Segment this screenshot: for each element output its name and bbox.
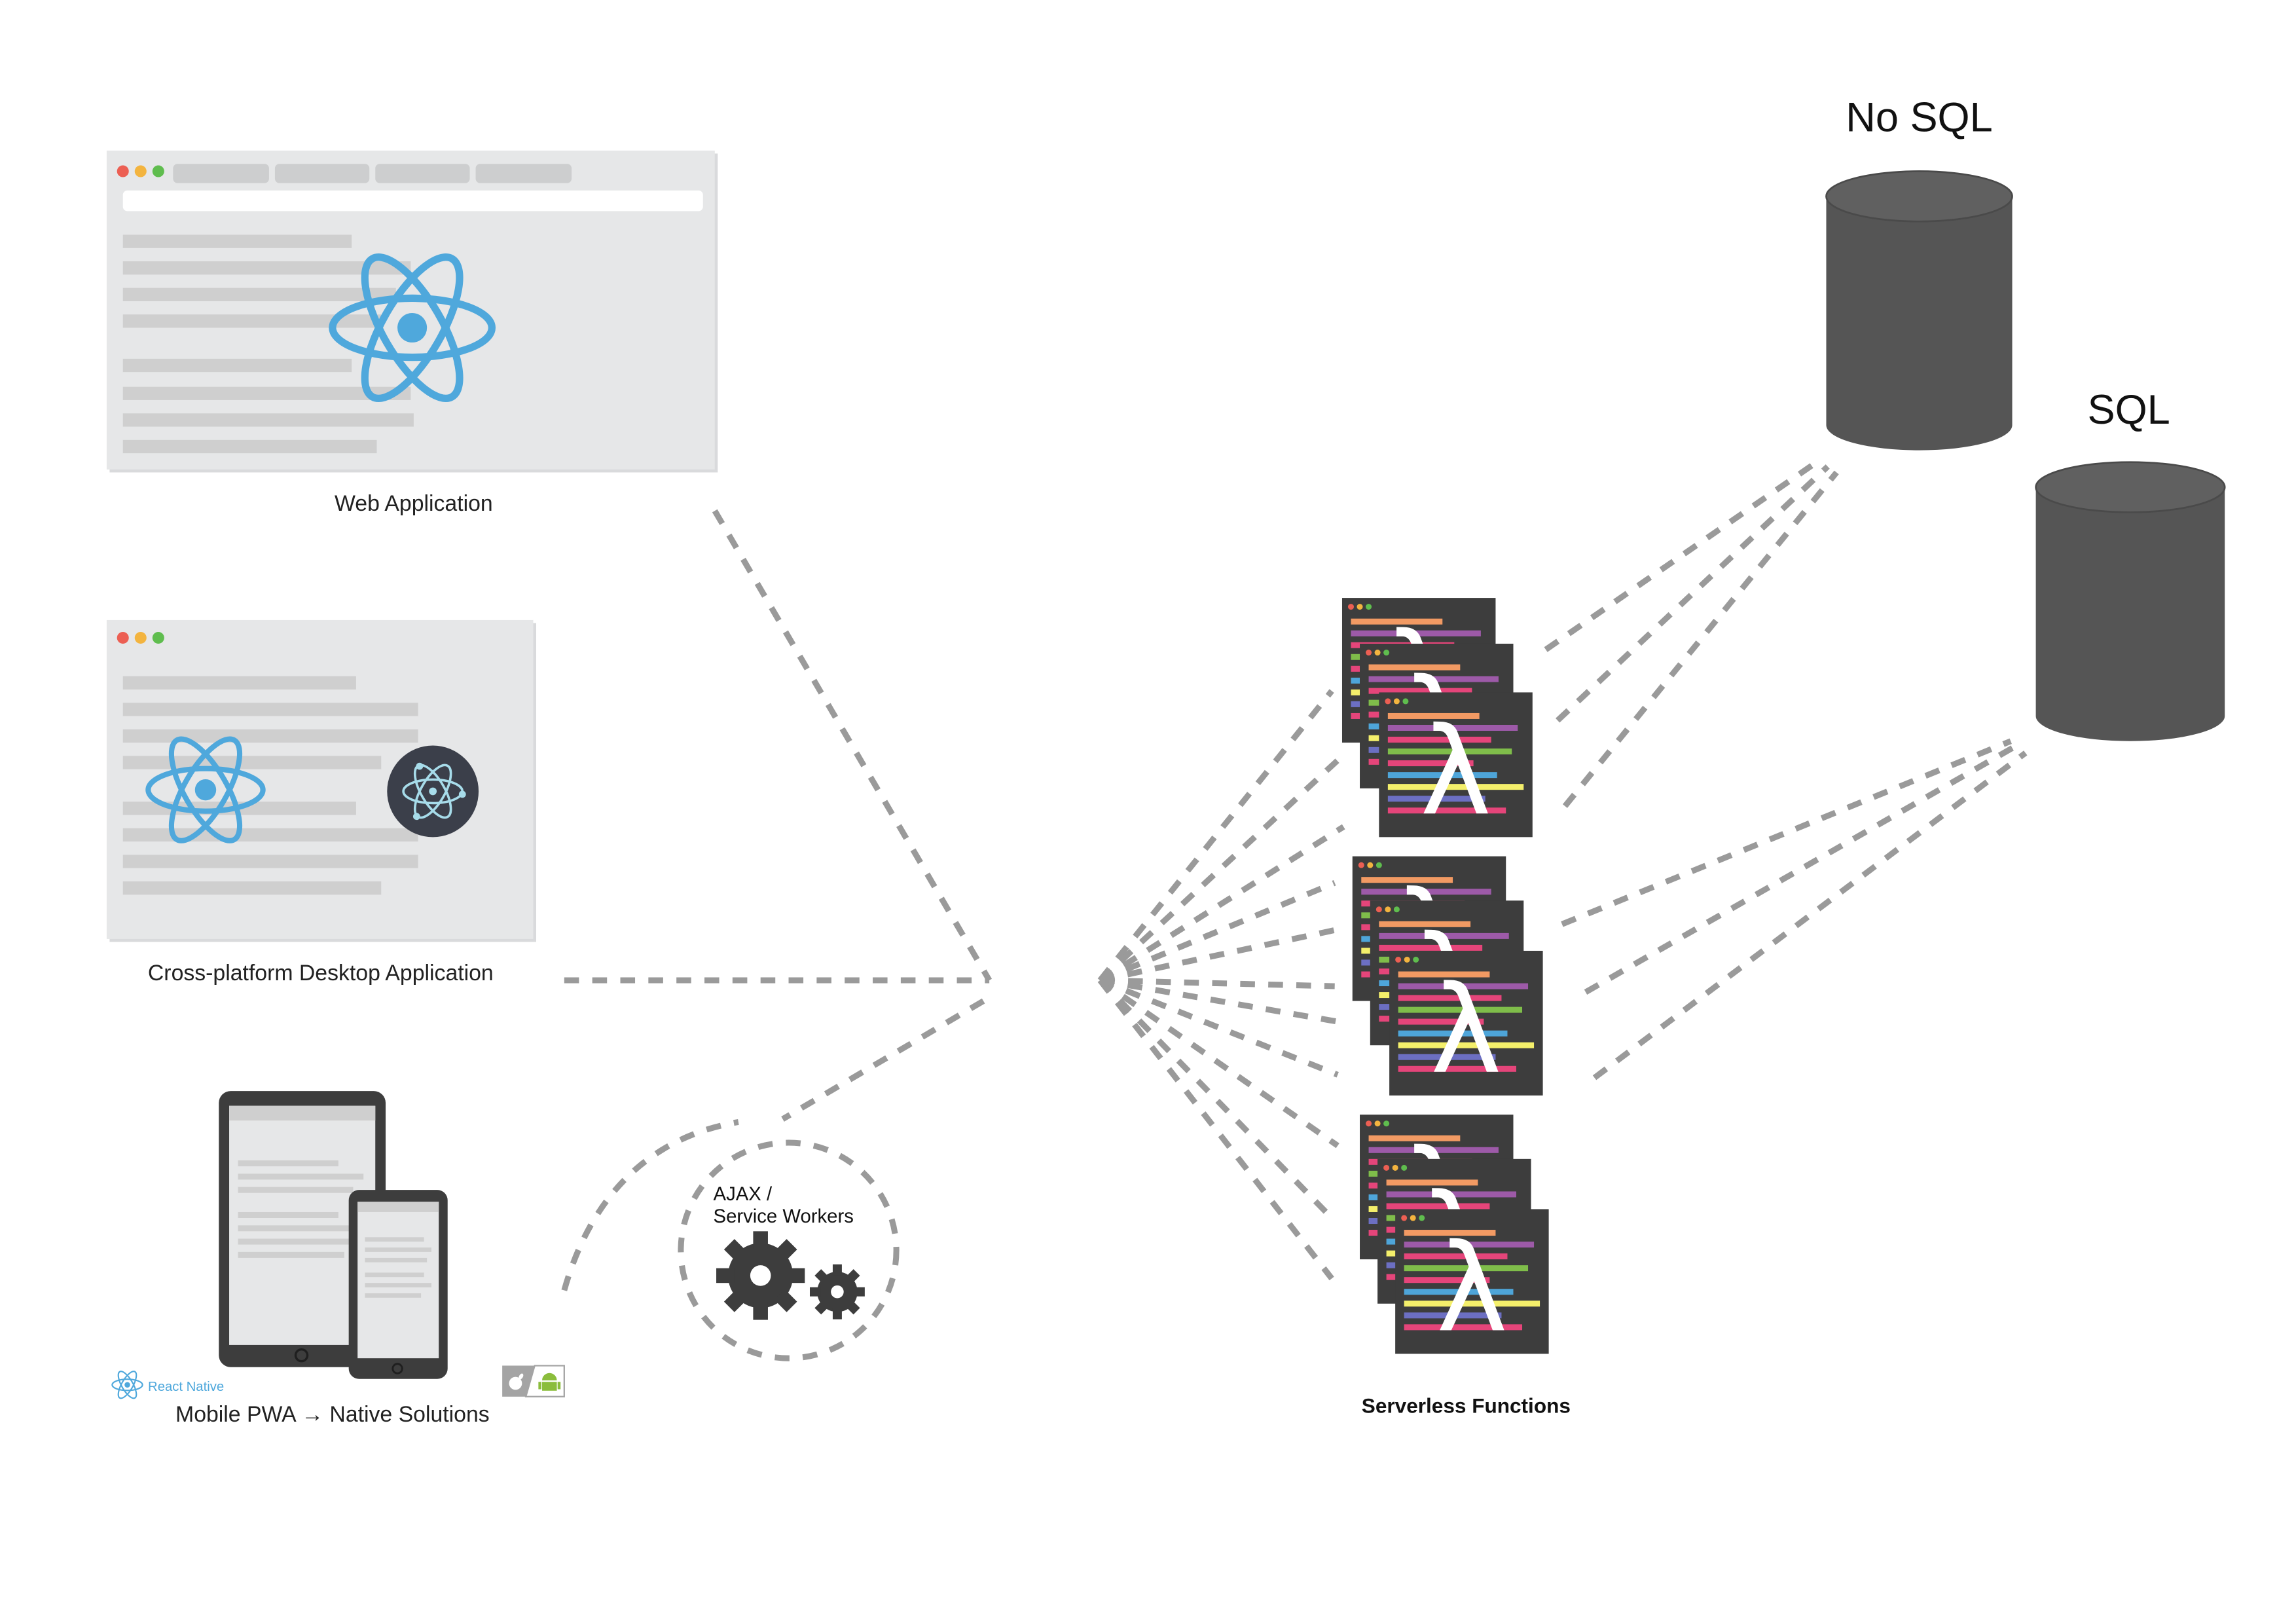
ajax-circle <box>678 1139 900 1361</box>
phone-device <box>348 1190 448 1379</box>
maximize-dot-icon <box>152 631 164 644</box>
browser-tab <box>274 164 370 183</box>
address-bar <box>122 190 703 212</box>
minimize-dot-icon <box>134 631 147 644</box>
minimize-dot-icon <box>134 165 147 177</box>
placeholder-text-lines <box>122 234 414 454</box>
close-dot-icon <box>117 631 129 644</box>
platform-badge <box>502 1365 565 1397</box>
react-native-label: React Native <box>148 1380 224 1394</box>
serverless-stack-bottom <box>1360 1115 1549 1359</box>
maximize-dot-icon <box>152 165 164 177</box>
tablet-device <box>219 1091 386 1367</box>
nosql-label: No SQL <box>1846 95 1993 141</box>
serverless-functions-label: Serverless Functions <box>1362 1394 1571 1418</box>
serverless-stack-top <box>1341 598 1533 843</box>
ajax-label: AJAX / <box>714 1183 773 1205</box>
nosql-database-icon <box>1825 170 2013 451</box>
web-application-label: Web Application <box>335 491 493 516</box>
sql-label: SQL <box>2088 387 2170 433</box>
close-dot-icon <box>117 165 129 177</box>
desktop-application-label: Cross-platform Desktop Application <box>148 961 494 986</box>
gear-icon <box>716 1231 805 1320</box>
browser-tab <box>173 164 269 183</box>
mobile-label: Mobile PWA → Native Solutions <box>175 1402 490 1427</box>
react-logo-icon <box>111 1368 143 1402</box>
android-icon <box>538 1373 561 1391</box>
electron-logo-icon <box>387 745 479 838</box>
lambda-icon <box>1379 692 1533 843</box>
desktop-application-window <box>106 619 536 942</box>
serverless-stack-middle <box>1352 856 1543 1101</box>
gear-icon <box>809 1264 865 1320</box>
web-application-window <box>106 150 718 473</box>
browser-tab <box>375 164 470 183</box>
placeholder-text-lines <box>122 676 418 895</box>
connector-lines <box>561 458 2028 1291</box>
lambda-icon <box>1389 950 1543 1101</box>
lambda-icon <box>1395 1209 1549 1359</box>
apple-icon <box>509 1373 524 1390</box>
sql-database-icon <box>2035 461 2226 741</box>
browser-tab <box>475 164 572 183</box>
service-workers-label: Service Workers <box>714 1206 854 1227</box>
